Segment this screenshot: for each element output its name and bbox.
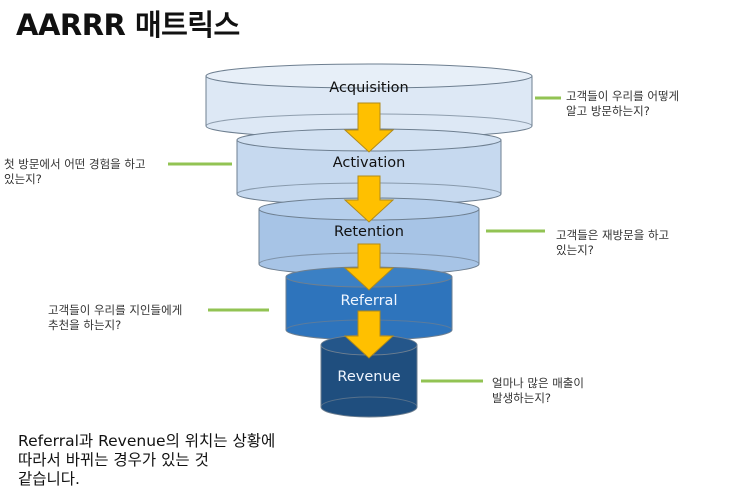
cylinder-body-revenue bbox=[320, 344, 418, 418]
page-title: AARRR 매트릭스 bbox=[16, 8, 240, 42]
footer-note: Referral과 Revenue의 위치는 상황에 따라서 바뀌는 경우가 있… bbox=[18, 432, 276, 488]
note-referral: 고객들이 우리를 지인들에게 추천을 하는지? bbox=[48, 303, 183, 332]
cylinder-top-acquisition bbox=[205, 63, 533, 89]
note-activation: 첫 방문에서 어떤 경험을 하고 있는지? bbox=[4, 157, 146, 186]
note-revenue: 얼마나 많은 매출이 발생하는지? bbox=[492, 376, 584, 405]
arrow-down-icon bbox=[343, 310, 395, 359]
note-acquisition: 고객들이 우리를 어떻게 알고 방문하는지? bbox=[566, 89, 680, 118]
stage-label-activation: Activation bbox=[333, 155, 406, 171]
arrow-down-icon bbox=[343, 243, 395, 291]
arrow-down-icon bbox=[343, 102, 395, 153]
stage-label-retention: Retention bbox=[334, 224, 404, 240]
cylinder-rim-revenue bbox=[320, 396, 418, 408]
stage-label-revenue: Revenue bbox=[337, 369, 400, 385]
arrow-down-icon bbox=[343, 175, 395, 223]
stage-label-acquisition: Acquisition bbox=[329, 80, 408, 96]
stage-label-referral: Referral bbox=[341, 293, 398, 309]
note-retention: 고객들은 재방문을 하고 있는지? bbox=[556, 228, 670, 257]
stage-referral bbox=[285, 266, 453, 341]
